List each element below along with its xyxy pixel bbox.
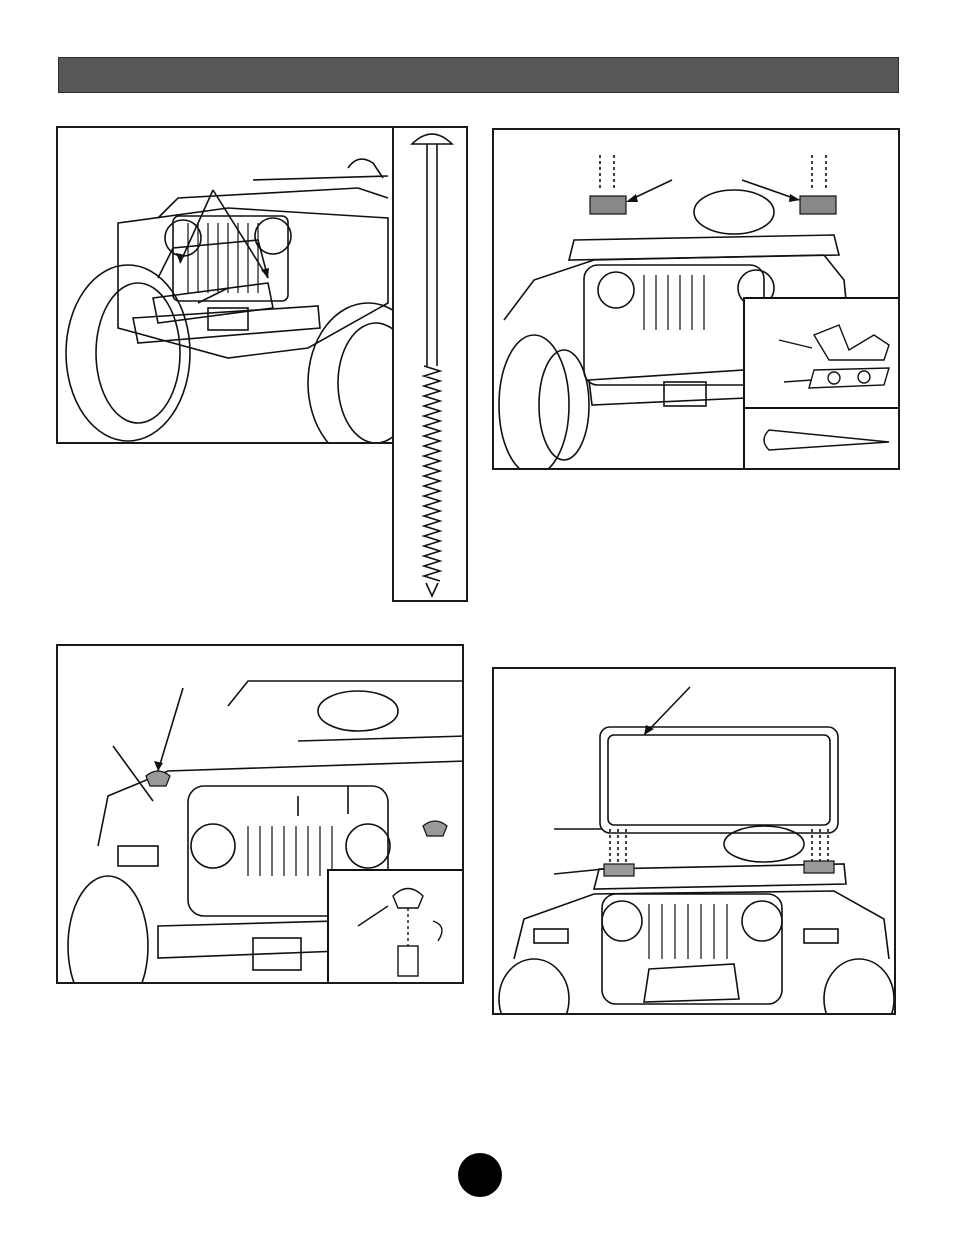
hinge-illustration <box>494 130 900 470</box>
section-header-bar <box>58 57 899 93</box>
page-number-badge <box>458 1153 502 1197</box>
windshield-illustration <box>494 669 896 1015</box>
figure-latch-install <box>56 644 464 984</box>
figure-long-screw <box>392 126 468 602</box>
long-screw-icon <box>394 128 470 604</box>
figure-windshield-hinges <box>492 128 900 470</box>
bumper-illustration <box>58 128 394 444</box>
figure-windshield-mount <box>492 667 896 1015</box>
figure-bumper-install <box>56 126 394 444</box>
latch-illustration <box>58 646 464 984</box>
